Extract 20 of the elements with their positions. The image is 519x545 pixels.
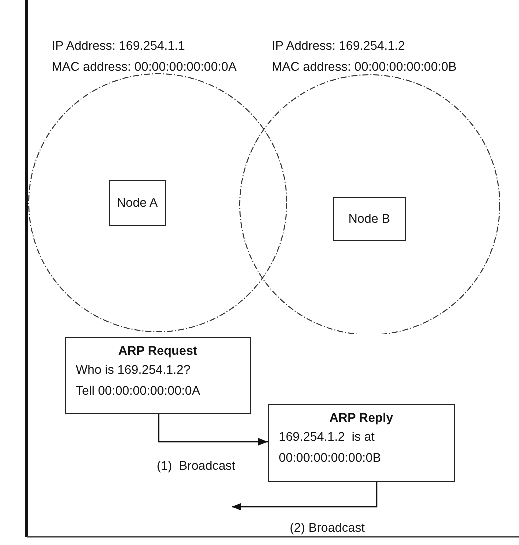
edge-label: (2) Broadcast bbox=[290, 520, 366, 536]
arrow bbox=[232, 482, 378, 511]
arrow bbox=[158, 414, 268, 446]
address-text: MAC address: 00:00:00:00:00:0B bbox=[272, 59, 457, 76]
address-text: IP Address: 169.254.1.2 bbox=[272, 38, 406, 55]
address-text: MAC address: 00:00:00:00:00:0A bbox=[52, 59, 237, 76]
message-title: ARP Reply bbox=[328, 410, 394, 427]
message-text: Who is 169.254.1.2? bbox=[76, 362, 192, 379]
message-text: 00:00:00:00:00:0B bbox=[279, 450, 382, 467]
address-text: IP Address: 169.254.1.1 bbox=[52, 38, 186, 55]
edge-label: (1) Broadcast bbox=[157, 458, 236, 474]
message-title: ARP Request bbox=[118, 343, 198, 360]
message-box bbox=[65, 337, 251, 414]
node-box bbox=[109, 180, 166, 226]
node-box bbox=[333, 197, 406, 241]
message-box bbox=[268, 404, 455, 482]
message-text: 169.254.1.2 is at bbox=[279, 429, 376, 446]
node-label: Node A bbox=[116, 194, 158, 212]
message-text: Tell 00:00:00:00:00:0A bbox=[76, 383, 202, 400]
node-label: Node B bbox=[348, 210, 390, 228]
